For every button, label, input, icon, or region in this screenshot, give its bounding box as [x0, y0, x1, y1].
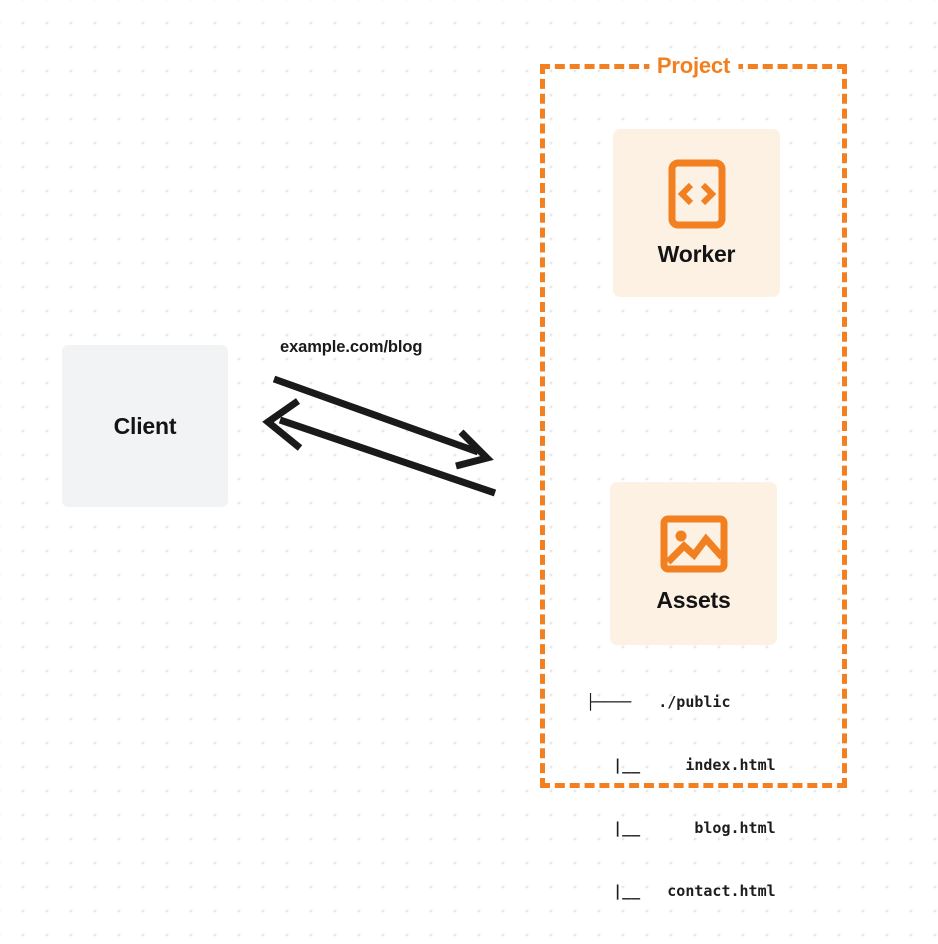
file-tree-row: |__ index.html: [586, 756, 776, 774]
file-tree-row: |__ contact.html: [586, 882, 776, 900]
node-client[interactable]: Client: [62, 345, 228, 507]
edge-response-arrow: [262, 398, 497, 497]
image-picture-icon: [660, 515, 727, 573]
file-tree-row: |__ blog.html: [586, 819, 776, 837]
file-tree-row: ├──── ./public: [586, 693, 731, 711]
assets-file-tree: ├──── ./public |__ index.html |__ blog.h…: [586, 650, 776, 944]
node-worker-label: Worker: [657, 240, 736, 267]
node-assets[interactable]: Assets: [610, 482, 777, 645]
node-assets-label: Assets: [656, 587, 731, 613]
edge-request-arrow: [272, 375, 494, 470]
edge-label: example.com/blog: [280, 338, 423, 356]
node-client-label: Client: [113, 412, 177, 439]
group-project: Project: [540, 53, 847, 788]
node-worker[interactable]: Worker: [613, 129, 780, 297]
group-project-title: Project: [648, 53, 739, 79]
diagram-canvas: Client example.com/blog Project Worker: [62, 53, 847, 900]
code-brackets-icon: [668, 159, 725, 228]
